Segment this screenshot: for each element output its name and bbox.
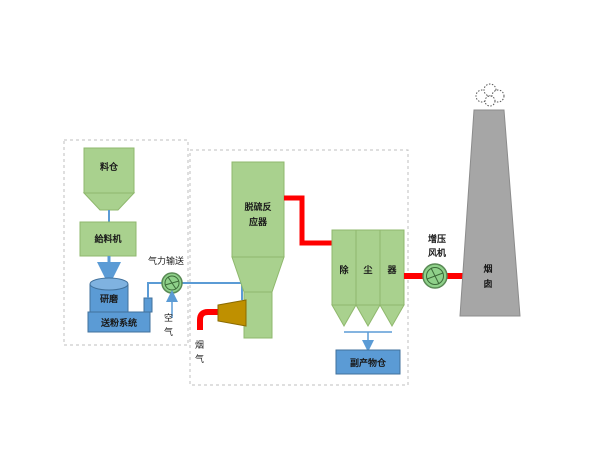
powder-delivery-system (87, 311, 151, 333)
desulfurization-boundary (189, 149, 409, 386)
feeder (79, 221, 137, 257)
grinding-mill-top (89, 277, 129, 291)
flue-gas-inlet-duct (197, 309, 218, 330)
pneumatic-pipe (147, 282, 162, 298)
material-bin-hopper (82, 192, 136, 211)
reactor-outlet-duct (284, 195, 332, 246)
flue-gas-label-1: 烟 (195, 339, 204, 351)
byproduct-bin-label: 副产物仓 (350, 357, 387, 369)
chimney-label-1: 烟 (483, 263, 492, 275)
chimney (459, 109, 521, 317)
flue-gas-label-2: 气 (195, 353, 204, 365)
dust-collector-label-3: 器 (386, 265, 397, 276)
grinding-label: 研磨 (100, 293, 119, 305)
reactor-label-1: 脱硫反 (244, 201, 271, 213)
dust-collector-label-1: 除 (339, 264, 349, 276)
pneumatic-fan-icon (161, 272, 183, 294)
reactor-lower-column (243, 291, 273, 339)
chimney-label-2: 囱 (483, 278, 492, 290)
smoke-cloud-icon (475, 83, 505, 107)
flue-gas-nozzle (217, 299, 247, 327)
material-bin-label: 料仓 (100, 161, 119, 173)
reactor-label-2: 应器 (249, 216, 268, 228)
byproduct-bin (335, 349, 401, 375)
powder-outlet-valve (143, 297, 153, 313)
desulfurization-reactor (231, 161, 285, 258)
feeder-label: 給料机 (94, 233, 121, 245)
air-label-2: 气 (164, 326, 173, 338)
booster-fan-icon (422, 263, 448, 289)
pneumatic-pipe-to-reactor (182, 282, 243, 300)
dust-collector (331, 229, 405, 328)
powder-system-label: 送粉系统 (100, 317, 137, 329)
pneumatic-transport-label: 气力输送 (148, 255, 184, 267)
reactor-taper (231, 256, 285, 293)
booster-fan-label-1: 增压 (428, 233, 446, 245)
air-label-1: 空 (164, 312, 173, 324)
powder-preparation-boundary (63, 139, 189, 346)
dust-collector-label-2: 尘 (363, 264, 372, 276)
booster-fan-label-2: 风机 (428, 247, 446, 259)
